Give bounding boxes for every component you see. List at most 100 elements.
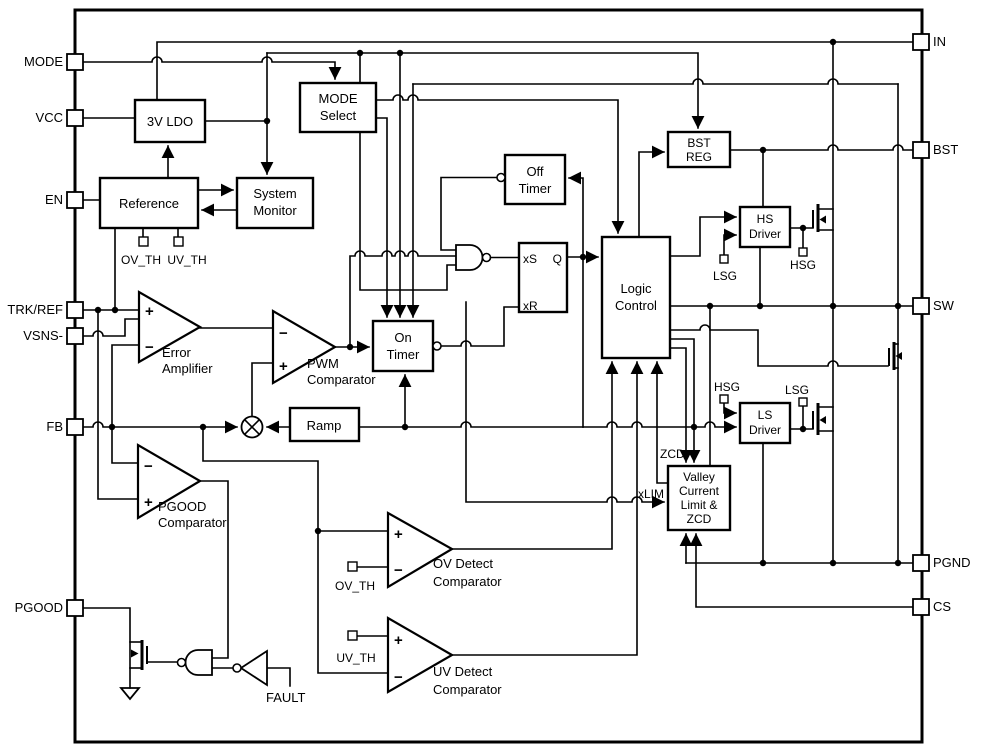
block-valley-label3: Limit & <box>681 498 718 512</box>
ref-uv-th-stub <box>173 236 184 247</box>
block-mode-select-label2: Select <box>320 108 357 123</box>
latch-reset-label: xR <box>523 299 538 313</box>
ov-th-label: OV_TH <box>335 579 375 593</box>
hsg-stub-hs <box>798 247 808 257</box>
latch-set-label: xS <box>523 252 537 266</box>
block-valley-label2: Current <box>679 484 720 498</box>
pwm-comparator <box>271 309 338 385</box>
block-off-timer-label2: Timer <box>519 181 552 196</box>
block-sr-latch <box>517 241 569 314</box>
pin-pgood-label: PGOOD <box>15 600 63 615</box>
block-ls-driver-label2: Driver <box>749 423 781 437</box>
pin-bst-label: BST <box>933 142 958 157</box>
block-on-timer-label: On <box>394 330 411 345</box>
hsg-stub-ls <box>719 394 729 404</box>
xlim-label: xLIM <box>638 487 664 501</box>
pin-fb-label: FB <box>46 419 63 434</box>
hs-mosfet-icon <box>812 204 826 232</box>
pgood-label2: Comparator <box>158 515 227 530</box>
pin-vsns <box>66 327 84 345</box>
pins: MODE VCC EN TRK/REF VSNS- FB PGOOD IN BS… <box>7 33 971 617</box>
pin-sw-label: SW <box>933 298 955 313</box>
pin-in-label: IN <box>933 34 946 49</box>
blocks: 3V LDO Reference System Monitor MODE Sel… <box>98 81 792 532</box>
pgood-mosfet-icon <box>131 640 148 670</box>
fault-inverter-bubble-icon <box>232 663 242 673</box>
block-mode-select-label: MODE <box>319 91 358 106</box>
pin-trkref-label: TRK/REF <box>7 302 63 317</box>
block-logic-control-label: Logic <box>620 281 652 296</box>
pin-vcc <box>66 109 84 127</box>
pgood-nand-gate-icon <box>184 649 213 676</box>
error-amp-minus: − <box>145 339 154 356</box>
uv-plus: + <box>394 632 403 649</box>
block-ramp <box>288 406 361 443</box>
ref-uv-th-label: UV_TH <box>167 253 206 267</box>
block-valley-label: Valley <box>683 470 715 484</box>
block-hs-driver-label: HS <box>757 212 774 226</box>
wires <box>82 41 914 689</box>
lsg-stub-ls <box>798 397 808 407</box>
uv-detect-comparator <box>386 616 455 694</box>
nand-bubble-icon <box>481 252 492 263</box>
uv-label: UV Detect <box>433 664 493 679</box>
pgood-comparator <box>136 443 203 520</box>
fault-inverter-icon <box>239 649 268 687</box>
junction-dots <box>94 38 902 567</box>
block-on-timer-label2: Timer <box>387 347 420 362</box>
block-logic-control <box>600 235 672 360</box>
block-reference-label: Reference <box>119 196 179 211</box>
block-ls-driver <box>738 401 792 445</box>
on-timer-invert-bubble <box>432 341 442 351</box>
ov-minus: − <box>394 562 403 579</box>
pin-fb <box>66 418 84 436</box>
hsg-label-hs: HSG <box>790 258 816 272</box>
pwm-label: PWM <box>307 356 339 371</box>
error-amp-label: Error <box>162 345 192 360</box>
block-ramp-label: Ramp <box>307 418 342 433</box>
pin-en <box>66 191 84 209</box>
error-amp-plus: + <box>145 303 154 320</box>
hsg-label-ls: HSG <box>714 380 740 394</box>
block-off-timer-label: Off <box>526 164 543 179</box>
block-hs-driver-label2: Driver <box>749 227 781 241</box>
block-hs-driver <box>738 205 792 249</box>
pin-vsns-label: VSNS- <box>23 328 63 343</box>
ground-icon <box>119 687 141 701</box>
pin-cs-label: CS <box>933 599 951 614</box>
block-ls-driver-label: LS <box>758 408 773 422</box>
pin-mode-label: MODE <box>24 54 63 69</box>
pin-cs <box>912 598 930 616</box>
pin-in <box>912 33 930 51</box>
ref-ov-th-stub <box>138 236 149 247</box>
uv-th-label: UV_TH <box>336 651 375 665</box>
pin-vcc-label: VCC <box>36 110 63 125</box>
pin-pgnd <box>912 554 930 572</box>
ov-detect-comparator <box>386 511 455 589</box>
ov-label2: Comparator <box>433 574 502 589</box>
block-logic-control-label2: Control <box>615 298 657 313</box>
pwm-plus: + <box>279 358 288 375</box>
error-amp-label2: Amplifier <box>162 361 213 376</box>
block-system-monitor-label2: Monitor <box>253 203 297 218</box>
block-valley-label4: ZCD <box>687 512 712 526</box>
nand-gate-icon <box>455 244 484 271</box>
stub-terminals <box>138 236 808 641</box>
block-off-timer <box>503 153 567 206</box>
pgood-nand-bubble-icon <box>176 657 187 668</box>
block-system-monitor <box>235 176 315 230</box>
block-bst-reg <box>666 130 732 169</box>
ov-label: OV Detect <box>433 556 493 571</box>
off-timer-invert-bubble <box>496 172 506 183</box>
uv-label2: Comparator <box>433 682 502 697</box>
ov-plus: + <box>394 526 403 543</box>
pgood-label: PGOOD <box>158 499 206 514</box>
chip-boundary <box>73 8 924 744</box>
latch-q-label: Q <box>553 252 562 266</box>
block-bst-reg-label: BST <box>687 136 711 150</box>
ov-th-stub <box>347 561 358 572</box>
uv-th-stub <box>347 630 358 641</box>
pin-trkref <box>66 301 84 319</box>
comparators: + − Error Amplifier − + PWM Comparator −… <box>136 290 502 697</box>
